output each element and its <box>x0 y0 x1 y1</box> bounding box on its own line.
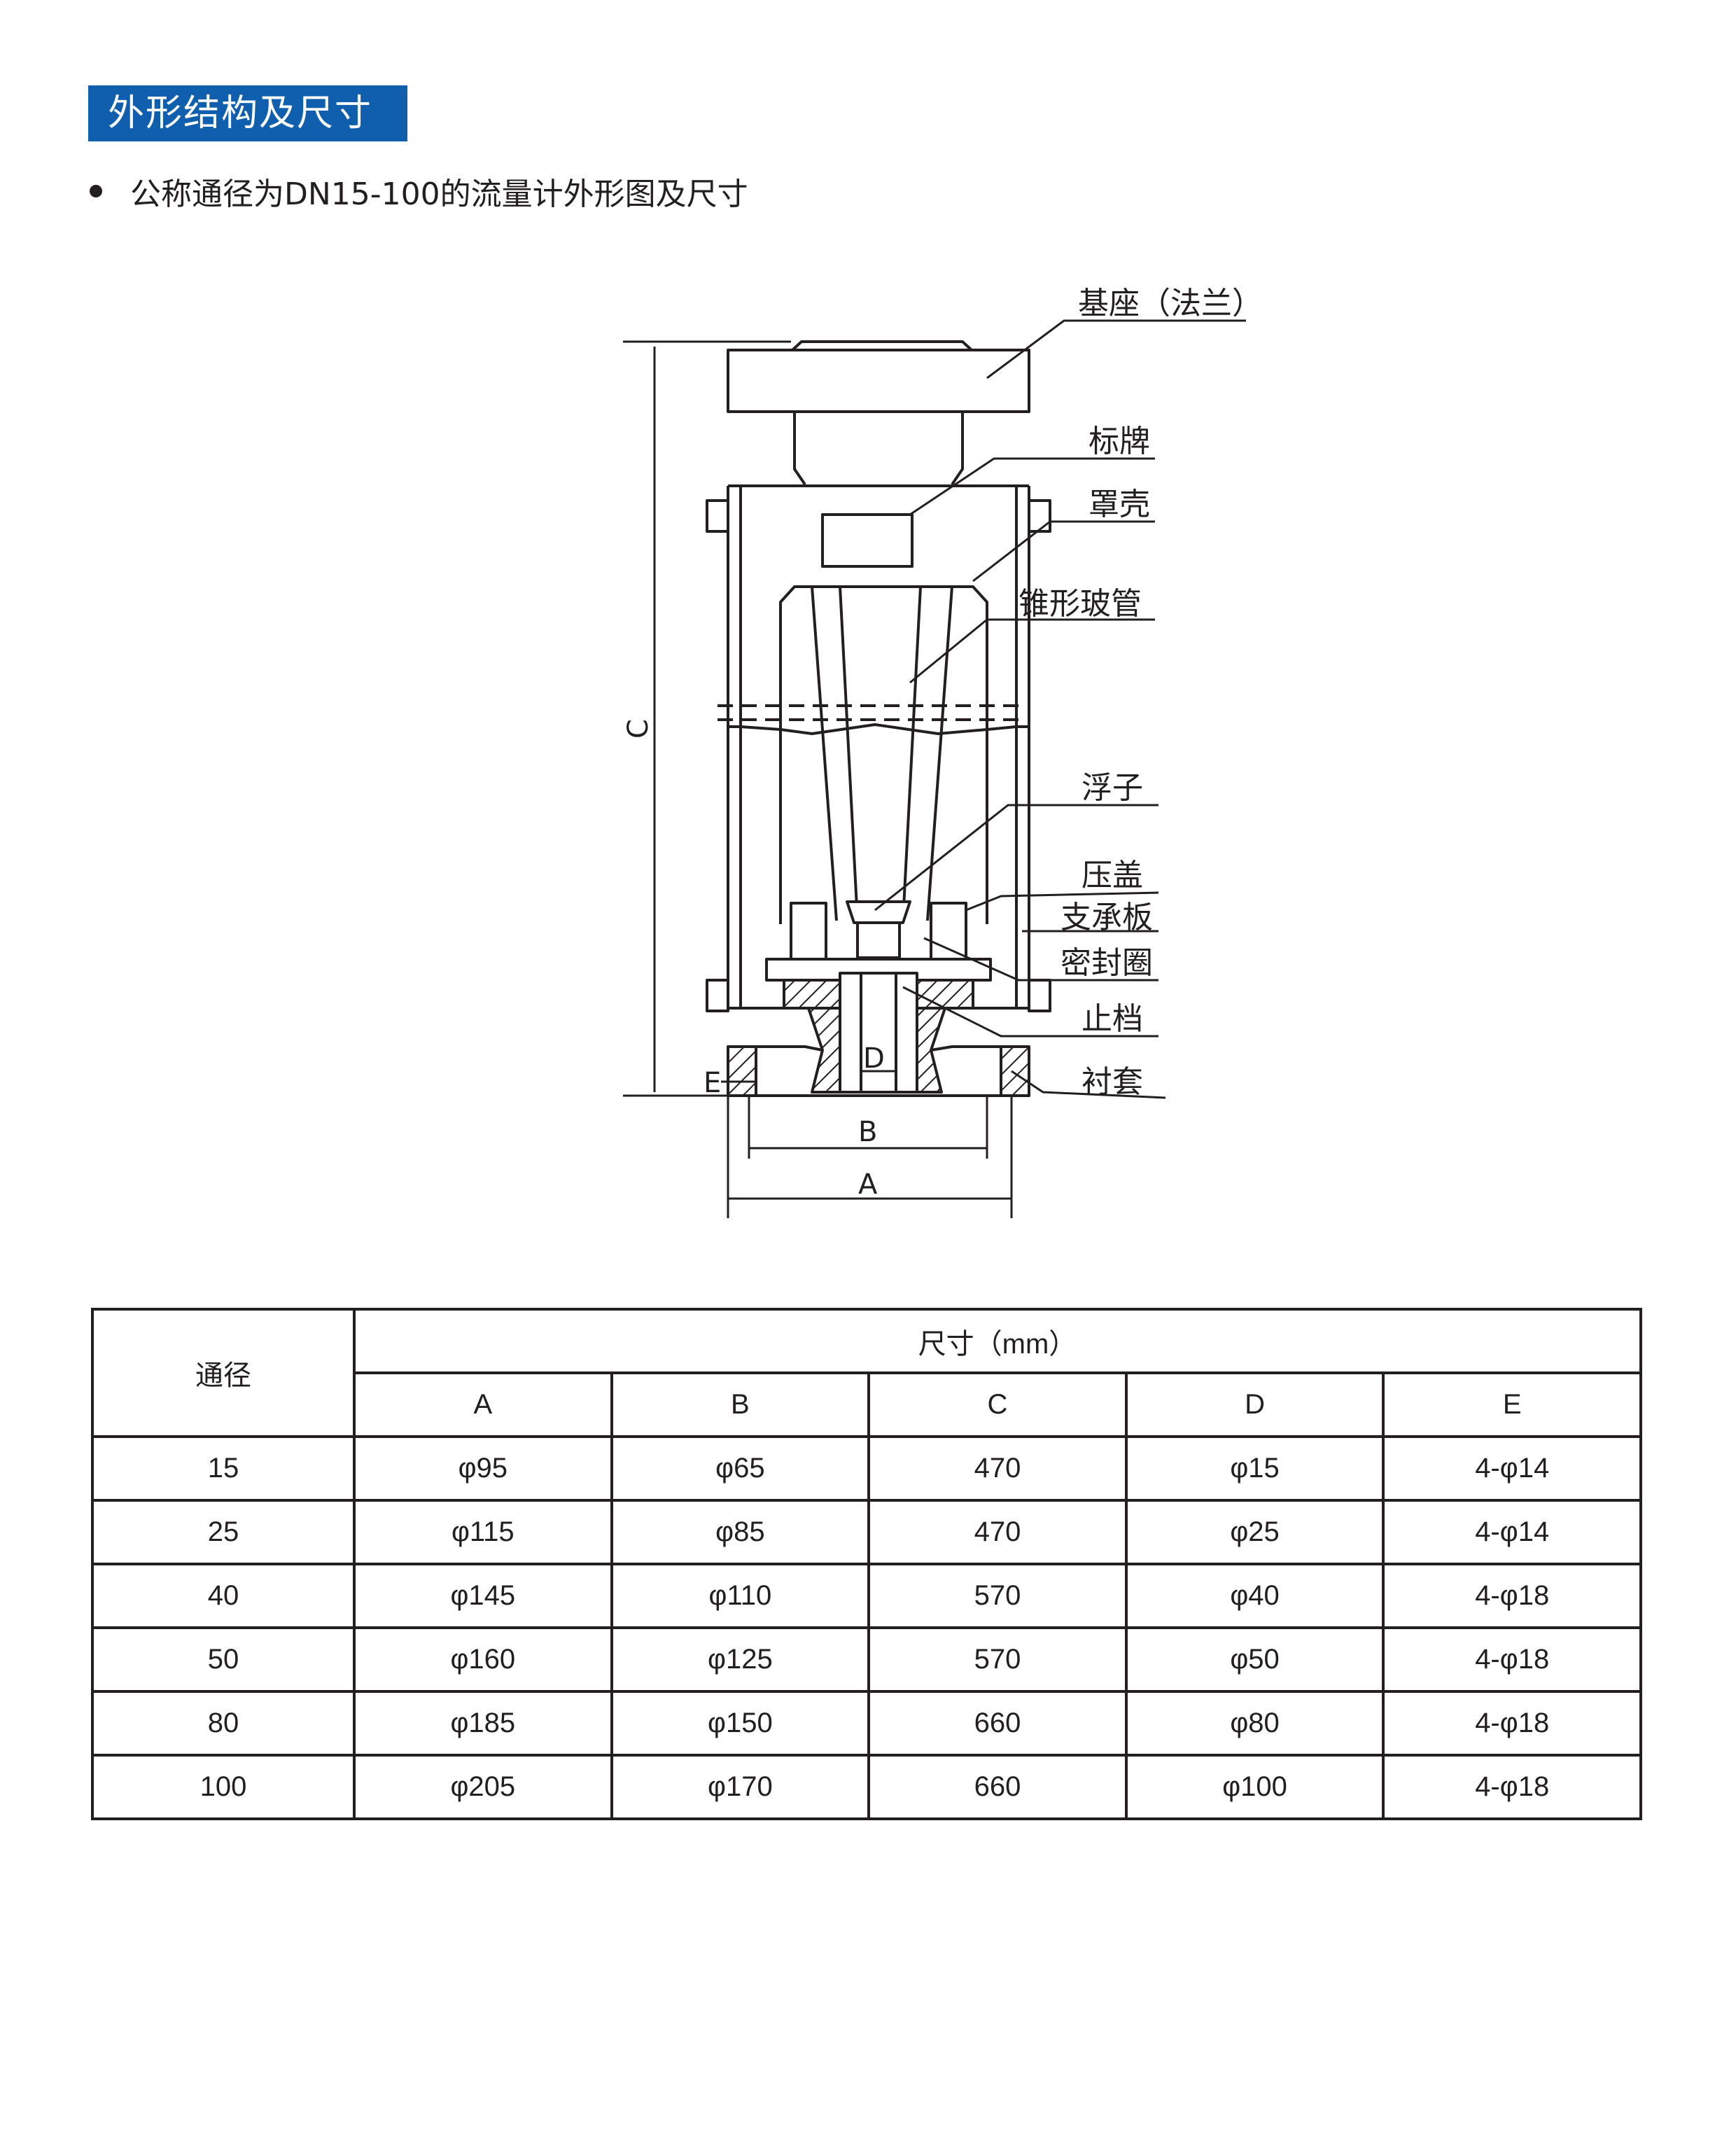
leader-lines <box>874 319 1246 1099</box>
cell-b: φ150 <box>610 1690 871 1757</box>
cone-glass-tube <box>779 585 988 924</box>
cell-d: φ15 <box>1124 1435 1385 1502</box>
label-support: 支承板 <box>1060 900 1153 935</box>
intro-text: 公称通径为DN15-100的流量计外形图及尺寸 <box>130 176 748 212</box>
housing-body <box>706 484 1051 1012</box>
table-row: 40 φ145 φ110 570 φ40 4-φ18 <box>91 1563 1642 1629</box>
cell-bore: 25 <box>91 1499 356 1565</box>
bore-header: 通径 <box>91 1308 356 1438</box>
float <box>846 900 911 959</box>
label-seal: 密封圈 <box>1060 945 1153 981</box>
cell-d: φ100 <box>1124 1754 1385 1820</box>
cell-bore: 80 <box>91 1690 356 1757</box>
cell-e: 4-φ14 <box>1382 1435 1642 1502</box>
gland-support <box>765 902 992 982</box>
dim-label-e: E <box>704 1067 721 1099</box>
size-header: 尺寸（mm） <box>353 1308 1642 1374</box>
cell-b: φ170 <box>610 1754 871 1820</box>
label-nameplate: 标牌 <box>1088 424 1150 459</box>
cell-d: φ40 <box>1124 1563 1385 1629</box>
dim-label-a: A <box>858 1168 878 1201</box>
break-lines <box>718 704 1022 721</box>
cell-bore: 50 <box>91 1626 356 1693</box>
section-title: 外形结构及尺寸 <box>88 85 407 141</box>
cell-c: 660 <box>867 1690 1128 1757</box>
cell-e: 4-φ18 <box>1382 1626 1642 1693</box>
table-row: 100 φ205 φ170 660 φ100 4-φ18 <box>91 1754 1642 1820</box>
table-row: 50 φ160 φ125 570 φ50 4-φ18 <box>91 1626 1642 1693</box>
cell-b: φ65 <box>610 1435 871 1502</box>
cell-c: 570 <box>867 1626 1128 1693</box>
cell-c: 660 <box>867 1754 1128 1820</box>
cell-bore: 15 <box>91 1435 356 1502</box>
cell-b: φ110 <box>610 1563 871 1629</box>
label-gland: 压盖 <box>1082 858 1143 893</box>
label-stop: 止档 <box>1082 1001 1143 1037</box>
cell-a: φ160 <box>353 1626 613 1693</box>
cell-a: φ185 <box>353 1690 613 1757</box>
dim-label-c: C <box>622 719 654 739</box>
cell-a: φ115 <box>353 1499 613 1565</box>
label-float: 浮子 <box>1082 770 1143 806</box>
table-header-row: 通径 尺寸（mm） <box>91 1308 1642 1438</box>
cell-e: 4-φ18 <box>1382 1754 1642 1820</box>
label-housing: 罩壳 <box>1088 487 1150 522</box>
col-header-a: A <box>353 1371 613 1438</box>
cell-bore: 100 <box>91 1754 356 1820</box>
cell-e: 4-φ18 <box>1382 1690 1642 1757</box>
cell-a: φ205 <box>353 1754 613 1820</box>
table-row: 25 φ115 φ85 470 φ25 4-φ14 <box>91 1499 1642 1565</box>
dimension-table: 通径 尺寸（mm） A B C D E 15 φ95 φ65 470 φ15 4… <box>91 1308 1642 1820</box>
cell-d: φ50 <box>1124 1626 1385 1693</box>
cell-a: φ145 <box>353 1563 613 1629</box>
label-liner: 衬套 <box>1082 1064 1143 1100</box>
table-row: 80 φ185 φ150 660 φ80 4-φ18 <box>91 1690 1642 1757</box>
intro-line: 公称通径为DN15-100的流量计外形图及尺寸 <box>90 167 748 216</box>
cell-b: φ85 <box>610 1499 871 1565</box>
dim-label-d: D <box>863 1042 885 1075</box>
cell-d: φ80 <box>1124 1690 1385 1757</box>
col-header-c: C <box>867 1371 1128 1438</box>
cell-bore: 40 <box>91 1563 356 1629</box>
label-cone-tube: 锥形玻管 <box>1018 586 1142 622</box>
cell-e: 4-φ14 <box>1382 1499 1642 1565</box>
nameplate <box>821 513 913 568</box>
lower-body-liner <box>727 972 1030 1097</box>
cell-c: 570 <box>867 1563 1128 1629</box>
col-header-b: B <box>610 1371 871 1438</box>
cell-c: 470 <box>867 1435 1128 1502</box>
cell-d: φ25 <box>1124 1499 1385 1565</box>
label-base: 基座（法兰） <box>1078 286 1246 321</box>
cell-b: φ125 <box>610 1626 871 1693</box>
table-row: 15 φ95 φ65 470 φ15 4-φ14 <box>91 1435 1642 1502</box>
col-header-e: E <box>1382 1371 1642 1438</box>
cell-c: 470 <box>867 1499 1128 1565</box>
top-flange <box>727 340 1030 486</box>
dimension-lines <box>623 340 1013 1218</box>
cell-a: φ95 <box>353 1435 613 1502</box>
bullet-dot-icon <box>90 185 102 197</box>
flowmeter-outline-diagram: 基座（法兰） 标牌 罩壳 锥形玻管 浮子 压盖 支承板 密封圈 止档 衬套 C … <box>622 286 1246 1218</box>
table-subheader-row: A B C D E <box>92 1371 1642 1438</box>
col-header-d: D <box>1124 1371 1385 1438</box>
dim-label-b: B <box>858 1116 877 1148</box>
cell-e: 4-φ18 <box>1382 1563 1642 1629</box>
